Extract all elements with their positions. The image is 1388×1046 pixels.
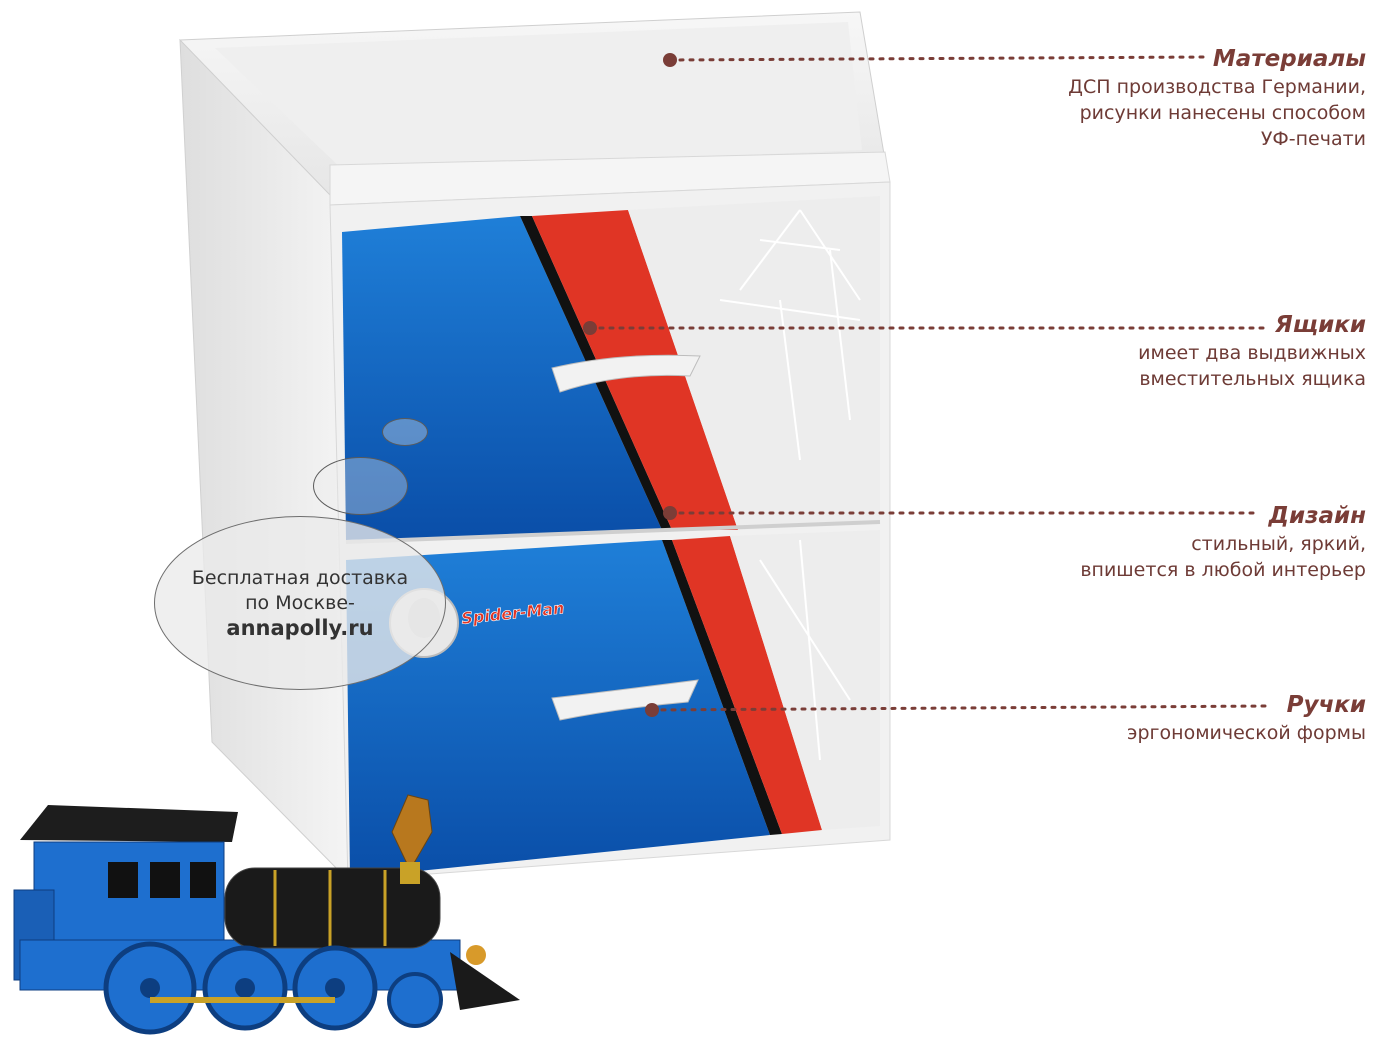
- upper-drawer-blue: [342, 216, 662, 540]
- feature-desc-line: впишется в любой интерьер: [1080, 559, 1366, 581]
- train-cab-roof: [20, 805, 238, 842]
- leader-handles: [650, 704, 1272, 712]
- feature-desc: стильный, яркий, впишется в любой интерь…: [1080, 531, 1366, 583]
- lower-drawer-red: [672, 536, 822, 834]
- train-window-1: [108, 862, 138, 898]
- marker-handles: [645, 703, 659, 717]
- feature-title: Ящики: [1275, 312, 1366, 338]
- leader-materials: [668, 55, 1207, 62]
- train-cowcatcher: [450, 952, 520, 1010]
- bubble-big: [313, 457, 408, 515]
- train-chimney-gem: [391, 794, 433, 872]
- train-window-3: [190, 862, 216, 898]
- marker-design: [663, 506, 677, 520]
- bubble-small: [382, 418, 428, 446]
- train-window-2: [150, 862, 180, 898]
- feature-desc: эргономической формы: [1127, 720, 1366, 746]
- train-lamp: [466, 945, 486, 965]
- feature-desc: имеет два выдвижных вместительных ящика: [1138, 340, 1366, 392]
- toy-train: [13, 794, 520, 1035]
- delivery-badge: Бесплатная доставка по Москве- annapolly…: [154, 516, 446, 690]
- train-wheel-3-hub: [325, 978, 345, 998]
- train-wheel-2-hub: [235, 978, 255, 998]
- feature-title: Дизайн: [1268, 503, 1367, 529]
- feature-desc-line: имеет два выдвижных: [1138, 342, 1366, 364]
- feature-desc-line: рисунки нанесены способом: [1079, 102, 1366, 124]
- marker-drawers: [583, 321, 597, 335]
- web-lines-upper: [719, 209, 861, 461]
- delivery-line-2: по Москве-: [245, 591, 355, 614]
- delivery-line-1: Бесплатная доставка: [191, 566, 409, 589]
- train-small-wheel: [387, 972, 443, 1028]
- feature-materials: Материалы ДСП производства Германии, рис…: [1068, 46, 1366, 152]
- feature-desc-line: УФ-печати: [1260, 128, 1366, 150]
- feature-desc-line: вместительных ящика: [1139, 368, 1366, 390]
- web-lines-lower: [759, 539, 851, 761]
- feature-desc: ДСП производства Германии, рисунки нанес…: [1068, 74, 1366, 152]
- feature-desc-line: ДСП производства Германии,: [1068, 76, 1366, 98]
- feature-desc-line: стильный, яркий,: [1191, 533, 1366, 555]
- lower-drawer-white: [730, 530, 880, 830]
- feature-title: Ручки: [1286, 692, 1366, 718]
- train-chimney: [400, 862, 420, 884]
- feature-title: Материалы: [1212, 46, 1366, 72]
- train-wheel-1-hub: [140, 978, 160, 998]
- upper-drawer-white: [628, 196, 880, 530]
- lower-drawer-black-edge: [662, 540, 782, 835]
- feature-handles: Ручки эргономической формы: [1127, 692, 1366, 746]
- feature-desc-line: эргономической формы: [1127, 722, 1366, 744]
- feature-design: Дизайн стильный, яркий, впишется в любой…: [1080, 503, 1366, 583]
- feature-drawers: Ящики имеет два выдвижных вместительных …: [1138, 312, 1366, 392]
- lower-handle: [551, 679, 699, 721]
- marker-materials: [663, 53, 677, 67]
- delivery-site-link[interactable]: annapolly.ru: [226, 615, 374, 640]
- drawer-gap: [345, 520, 881, 544]
- upper-handle: [551, 354, 701, 393]
